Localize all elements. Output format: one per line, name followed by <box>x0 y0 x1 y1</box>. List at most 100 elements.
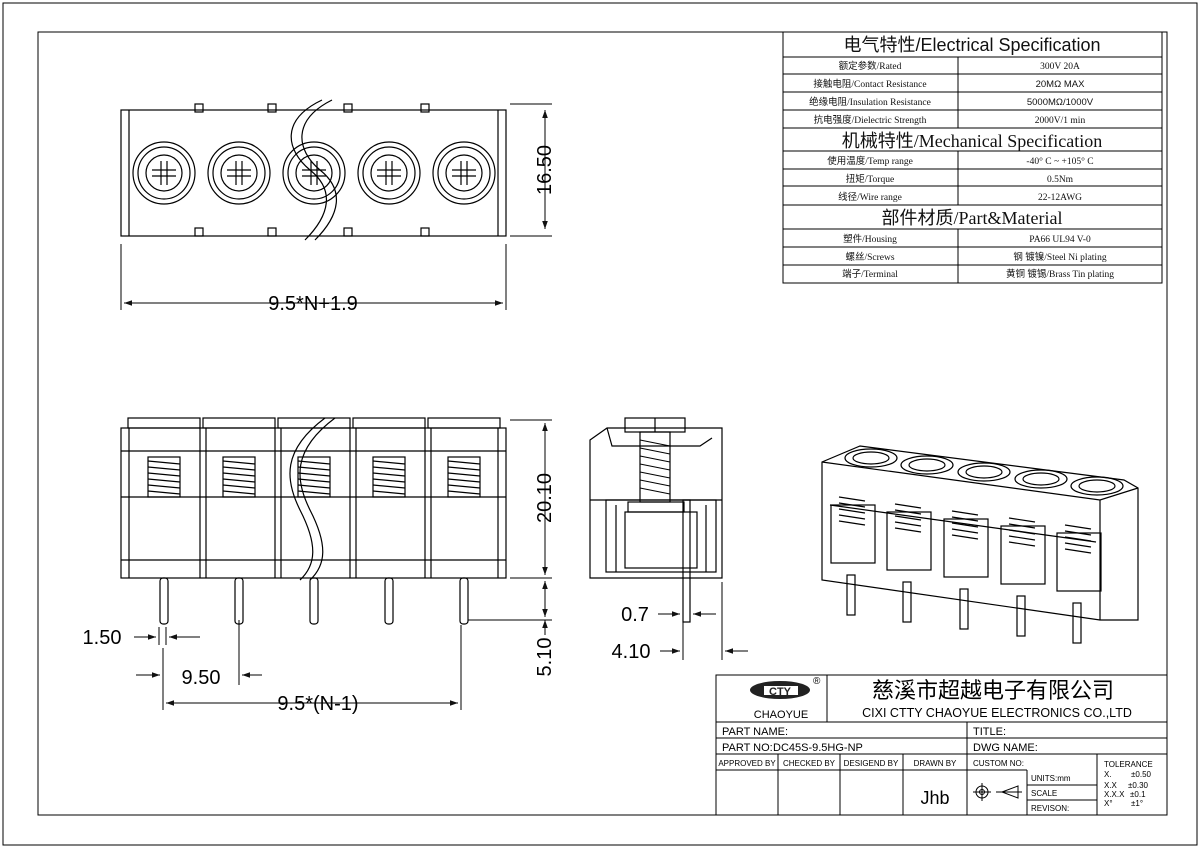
dim-front-height: 20.10 <box>534 473 556 523</box>
electrical-spec-title: 电气特性/Electrical Specification <box>843 35 1100 55</box>
spec-row-value: 5000MΩ/1000V <box>1027 97 1094 108</box>
spring-coil <box>147 478 181 483</box>
iso-cell <box>830 504 876 564</box>
spec-row-value: 22-12AWG <box>1038 193 1082 203</box>
screw-hole <box>207 141 271 205</box>
iso-spring <box>1064 548 1092 554</box>
terminal-cap <box>277 417 351 429</box>
spec-row-label: 扭矩/Torque <box>846 173 894 185</box>
dim-side-thickness: 0.7 <box>621 604 649 626</box>
housing-tab <box>194 227 204 237</box>
clamp-spring <box>297 456 331 498</box>
iso-spring <box>894 515 922 521</box>
iso-spring <box>894 503 922 509</box>
dim-pitch: 9.50 <box>182 667 221 689</box>
brand-name: CHAOYUE <box>754 709 808 721</box>
spring-coil <box>447 472 481 477</box>
dim-total-pitch: 9.5*(N-1) <box>277 693 358 715</box>
iso-spring <box>1064 524 1092 530</box>
iso-screw-head <box>965 465 1003 479</box>
spec-row-value: PA66 UL94 V-0 <box>1029 235 1091 245</box>
iso-spring <box>951 528 979 534</box>
part-name-label: PART NAME: <box>722 726 788 738</box>
revision-label: REVISON: <box>1031 804 1069 813</box>
screw-hole-inner <box>287 146 341 200</box>
terminal-pin <box>309 577 319 625</box>
dwg-name-label: DWG NAME: <box>973 742 1038 754</box>
units-label: UNITS:mm <box>1031 774 1071 783</box>
housing-tab <box>267 227 277 237</box>
part-no-label: PART NO: <box>722 742 773 754</box>
spring-coil <box>222 466 256 471</box>
screw-head <box>295 154 333 192</box>
housing-tab <box>420 227 430 237</box>
drawn-by-label: DRAWN BY <box>914 759 957 768</box>
screw-hole-inner <box>362 146 416 200</box>
spring-coil <box>222 478 256 483</box>
specification-table <box>782 31 1163 284</box>
spec-row-label: 螺丝/Screws <box>845 251 894 263</box>
projection-symbol-icon <box>973 783 1022 801</box>
iso-pin <box>1072 602 1082 644</box>
screw-hole-inner <box>137 146 191 200</box>
iso-screw-head <box>908 458 946 472</box>
tolerance-title: TOLERANCE <box>1104 760 1153 769</box>
iso-screw-hole <box>957 462 1011 482</box>
spring-coil <box>222 490 256 495</box>
spring-coil <box>297 484 331 489</box>
spring-coil <box>372 460 406 465</box>
spec-row-label: 线径/Wire range <box>838 191 902 203</box>
tolerance-key: X. <box>1104 770 1112 779</box>
screw-slot <box>152 161 176 185</box>
screw-head <box>145 154 183 192</box>
part-number: DC45S-9.5HG-NP <box>773 742 863 754</box>
checked-by-label: CHECKED BY <box>783 759 836 768</box>
inner-frame <box>37 31 1168 816</box>
spring-coil <box>147 484 181 489</box>
iso-spring <box>951 510 979 516</box>
iso-spring <box>1008 529 1036 535</box>
screw-hole <box>432 141 496 205</box>
iso-spring <box>1008 523 1036 529</box>
spring-coil <box>147 466 181 471</box>
spring-coil <box>447 466 481 471</box>
housing-tab <box>343 103 353 113</box>
iso-spring <box>1008 535 1036 541</box>
terminal-cap <box>127 417 201 429</box>
iso-spring <box>838 496 866 502</box>
spring-coil <box>222 472 256 477</box>
terminal-pin <box>159 577 169 625</box>
screw-head <box>370 154 408 192</box>
iso-screw-hole <box>900 455 954 475</box>
side-view <box>589 417 723 623</box>
screw-hole-inner <box>437 146 491 200</box>
custom-no-label: CUSTOM NO: <box>973 759 1024 768</box>
screw-slot <box>302 161 326 185</box>
tolerance-value: ±0.50 <box>1131 770 1152 779</box>
spec-row-value: 20MΩ MAX <box>1036 79 1085 90</box>
spring-coil <box>147 490 181 495</box>
company-name-cn: 慈溪市超越电子有限公司 <box>872 678 1114 703</box>
spec-row-label: 额定参数/Rated <box>839 60 902 72</box>
mechanical-spec-title: 机械特性/Mechanical Specification <box>842 131 1102 151</box>
iso-spring <box>838 502 866 508</box>
iso-spring <box>1064 530 1092 536</box>
iso-spring <box>894 527 922 533</box>
spring-coil <box>222 484 256 489</box>
clamp-spring <box>372 456 406 498</box>
iso-spring <box>951 534 979 540</box>
spec-row-value: 钢 镀镍/Steel Ni plating <box>1013 251 1106 263</box>
spec-row-value: 2000V/1 min <box>1035 116 1086 126</box>
spec-row-label: 端子/Terminal <box>842 268 898 280</box>
iso-pin <box>902 581 912 623</box>
tolerance-key: X° <box>1104 799 1113 808</box>
iso-screw-head <box>1078 479 1116 493</box>
spec-row-value: 黄铜 镀锡/Brass Tin plating <box>1006 268 1114 280</box>
iso-spring <box>951 522 979 528</box>
iso-screw-hole <box>1014 469 1068 489</box>
approved-by-label: APPROVED BY <box>718 759 776 768</box>
spring-coil <box>297 466 331 471</box>
tolerance-value: ±1° <box>1131 799 1143 808</box>
isometric-view <box>821 445 1139 644</box>
spec-row-value: 300V 20A <box>1040 62 1080 72</box>
